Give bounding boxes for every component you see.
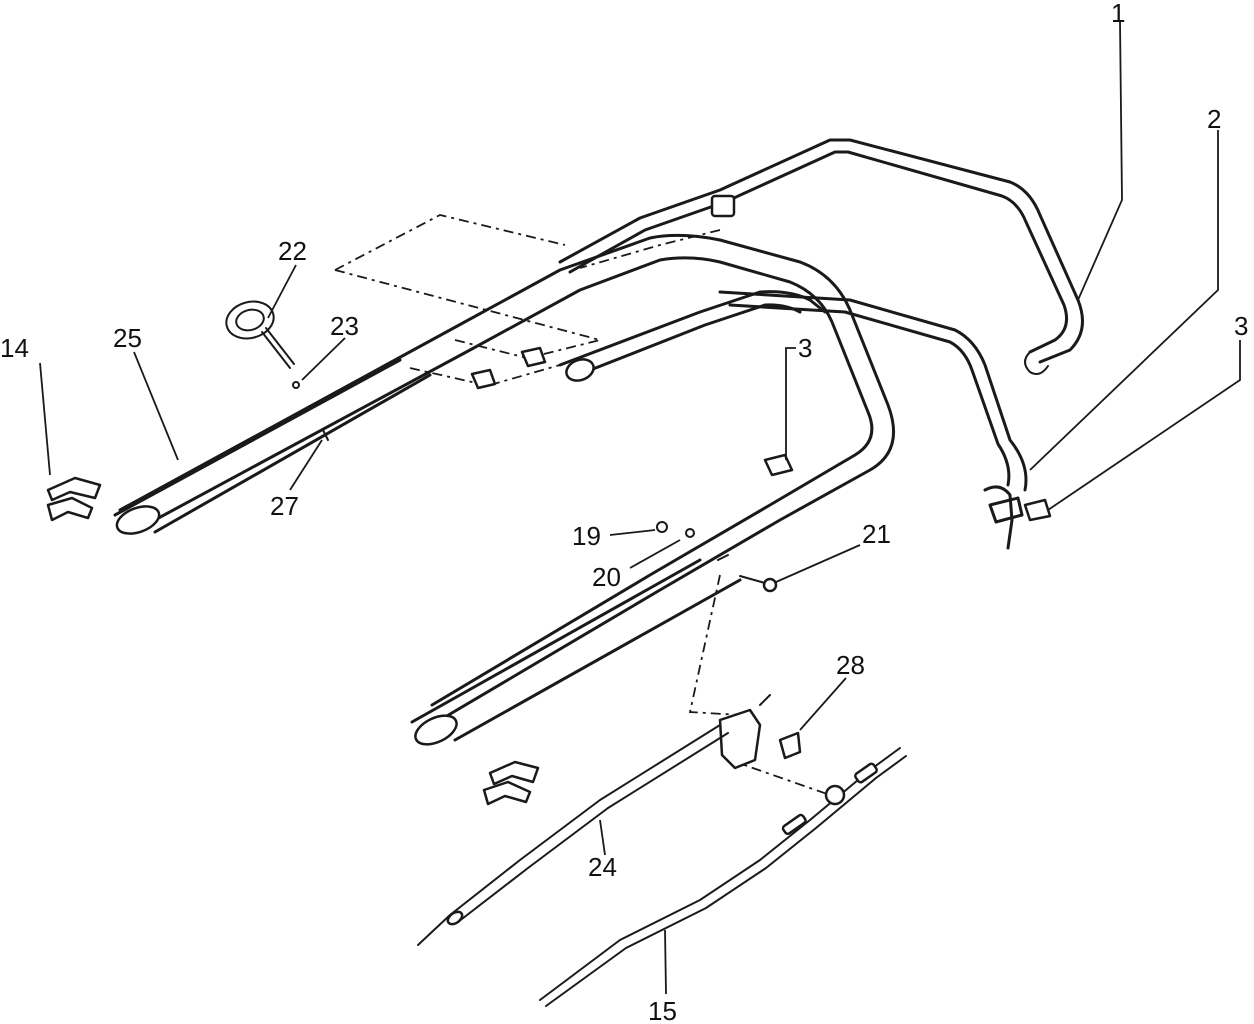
callout-3-middle: 3 [798, 333, 812, 363]
upper-handle [558, 138, 1084, 492]
callout-21: 21 [862, 519, 891, 549]
callout-2: 2 [1207, 104, 1221, 134]
callout-19: 19 [572, 521, 601, 551]
cable-guide-ring [225, 300, 295, 369]
cable-bracket [718, 694, 802, 770]
callout-23: 23 [330, 311, 359, 341]
callout-25: 25 [113, 323, 142, 353]
callout-27: 27 [270, 491, 299, 521]
callout-14: 14 [0, 333, 29, 363]
drive-cable [539, 747, 907, 1007]
assembly-lines [334, 214, 831, 796]
lower-handle [113, 233, 896, 746]
handle-clip-left [46, 476, 102, 522]
handle-clip-right [482, 760, 540, 806]
callout-24: 24 [588, 852, 617, 882]
throttle-cable [417, 724, 729, 946]
callout-22: 22 [278, 236, 307, 266]
callout-1: 1 [1111, 0, 1125, 28]
callout-3-right: 3 [1234, 311, 1248, 341]
leader-lines [39, 21, 1241, 995]
callout-15: 15 [648, 996, 677, 1024]
callout-28: 28 [836, 650, 865, 680]
callout-20: 20 [592, 562, 621, 592]
